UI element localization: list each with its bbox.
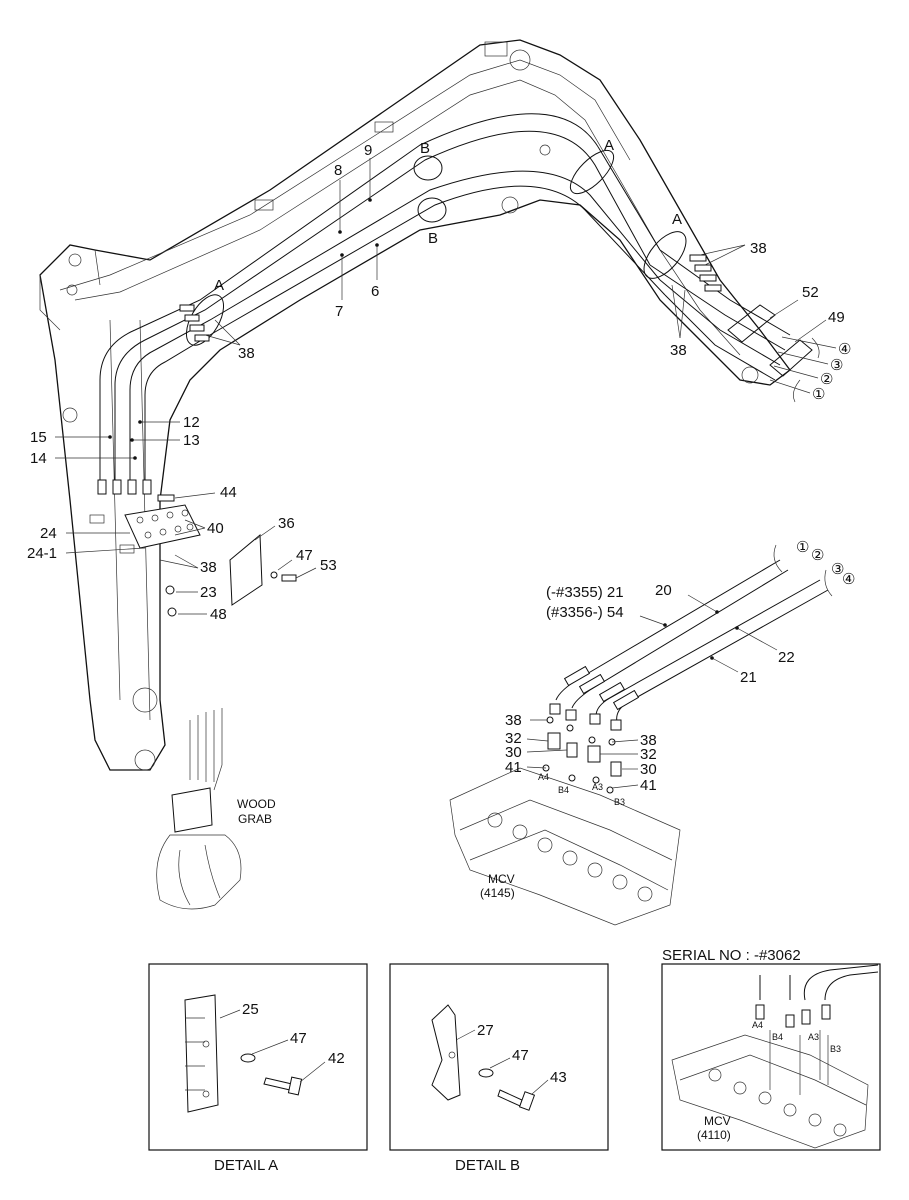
callout-38-boom: 38 [238, 345, 255, 362]
port-a4: A4 [538, 772, 549, 782]
serial-inset-panel: SERIAL NO : -#3062 A4 B4 A3 B3 MCV (4110… [661, 947, 881, 1151]
callout-24-1: 24-1 [27, 545, 57, 562]
mark-a-boom: A [214, 277, 224, 294]
detail-a-callout-25: 25 [242, 1001, 259, 1018]
callout-38-mcv-right: 38 [640, 732, 657, 749]
boom-hoses [99, 113, 791, 480]
boom-structure [39, 39, 791, 771]
detail-b-panel: 27 47 43 DETAIL B [389, 963, 609, 1174]
callout-38-bracket: 38 [200, 559, 217, 576]
mark-a-arm: A [604, 137, 614, 154]
circled-2-boom: ② [820, 371, 833, 388]
callout-20: 20 [655, 582, 672, 599]
callout-41-right: 41 [640, 777, 657, 794]
mcv-main-label-2: (4145) [480, 886, 515, 900]
detail-a-callout-42: 42 [328, 1050, 345, 1067]
wood-grab-label-2: GRAB [238, 812, 272, 826]
circled-3-mcv: ③ [831, 561, 844, 578]
callout-12: 12 [183, 414, 200, 431]
callout-13: 13 [183, 432, 200, 449]
bracket-assembly [124, 494, 297, 617]
callout-44: 44 [220, 484, 237, 501]
inset-port-a4: A4 [752, 1020, 763, 1030]
port-b3: B3 [614, 797, 625, 807]
inset-port-b4: B4 [772, 1032, 783, 1042]
port-b4: B4 [558, 785, 569, 795]
mark-b-lower: B [428, 230, 438, 247]
mcv-inset-label-1: MCV [704, 1114, 731, 1128]
callout-53: 53 [320, 557, 337, 574]
callout-32-right: 32 [640, 746, 657, 763]
callout-23: 23 [200, 584, 217, 601]
callout-30-left: 30 [505, 744, 522, 761]
circled-2-mcv: ② [811, 547, 824, 564]
circled-4-boom: ④ [838, 341, 851, 358]
section-marks: B B A A A [185, 137, 687, 346]
callout-21-range: (-#3355) 21 [546, 584, 624, 601]
callout-7: 7 [335, 303, 343, 320]
callout-41-left: 41 [505, 759, 522, 776]
circled-1-mcv: ① [796, 539, 809, 556]
inset-port-b3: B3 [830, 1044, 841, 1054]
mcv-inset-label-2: (4110) [697, 1128, 731, 1142]
detail-a-callout-47: 47 [290, 1030, 307, 1047]
port-a3: A3 [592, 782, 603, 792]
detail-b-callout-27: 27 [477, 1022, 494, 1039]
wood-grab-illustration: WOOD GRAB [156, 708, 276, 910]
callout-38-mcv-left: 38 [505, 712, 522, 729]
callout-15: 15 [30, 429, 47, 446]
boom-callouts: 8 9 7 6 12 13 15 14 38 38 38 52 49 ④ ③ ②… [27, 142, 851, 623]
mcv-valve-main: MCV (4145) [449, 767, 681, 926]
mark-b-upper: B [420, 140, 430, 157]
callout-52: 52 [802, 284, 819, 301]
inset-port-a3: A3 [808, 1032, 819, 1042]
detail-a-panel: 25 47 42 DETAIL A [148, 963, 368, 1174]
callout-21: 21 [740, 669, 757, 686]
mark-a-elbow: A [672, 211, 682, 228]
detail-b-label: DETAIL B [455, 1157, 520, 1174]
callout-49: 49 [828, 309, 845, 326]
callout-9: 9 [364, 142, 372, 159]
wood-grab-label-1: WOOD [237, 797, 276, 811]
callout-14: 14 [30, 450, 47, 467]
callout-54-range: (#3356-) 54 [546, 604, 624, 621]
callout-22: 22 [778, 649, 795, 666]
mcv-hoses [542, 544, 833, 794]
mcv-main-label-1: MCV [488, 872, 515, 886]
callout-40: 40 [207, 520, 224, 537]
callout-36: 36 [278, 515, 295, 532]
serial-no-label: SERIAL NO : -#3062 [662, 947, 801, 964]
callout-48: 48 [210, 606, 227, 623]
callout-38-arm-top: 38 [750, 240, 767, 257]
detail-a-label: DETAIL A [214, 1157, 278, 1174]
callout-38-arm-bottom: 38 [670, 342, 687, 359]
circled-1-boom: ① [812, 386, 825, 403]
callout-47-bracket: 47 [296, 547, 313, 564]
circled-4-mcv: ④ [842, 571, 855, 588]
callout-32-left: 32 [505, 730, 522, 747]
mcv-callouts: 20 (-#3355) 21 (#3356-) 54 22 21 ① ② ③ ④… [505, 539, 855, 807]
detail-b-callout-43: 43 [550, 1069, 567, 1086]
callout-30-right: 30 [640, 761, 657, 778]
callout-6: 6 [371, 283, 379, 300]
callout-24: 24 [40, 525, 57, 542]
detail-b-callout-47: 47 [512, 1047, 529, 1064]
hose-fittings [97, 254, 813, 495]
circled-3-boom: ③ [830, 357, 843, 374]
callout-8: 8 [334, 162, 342, 179]
